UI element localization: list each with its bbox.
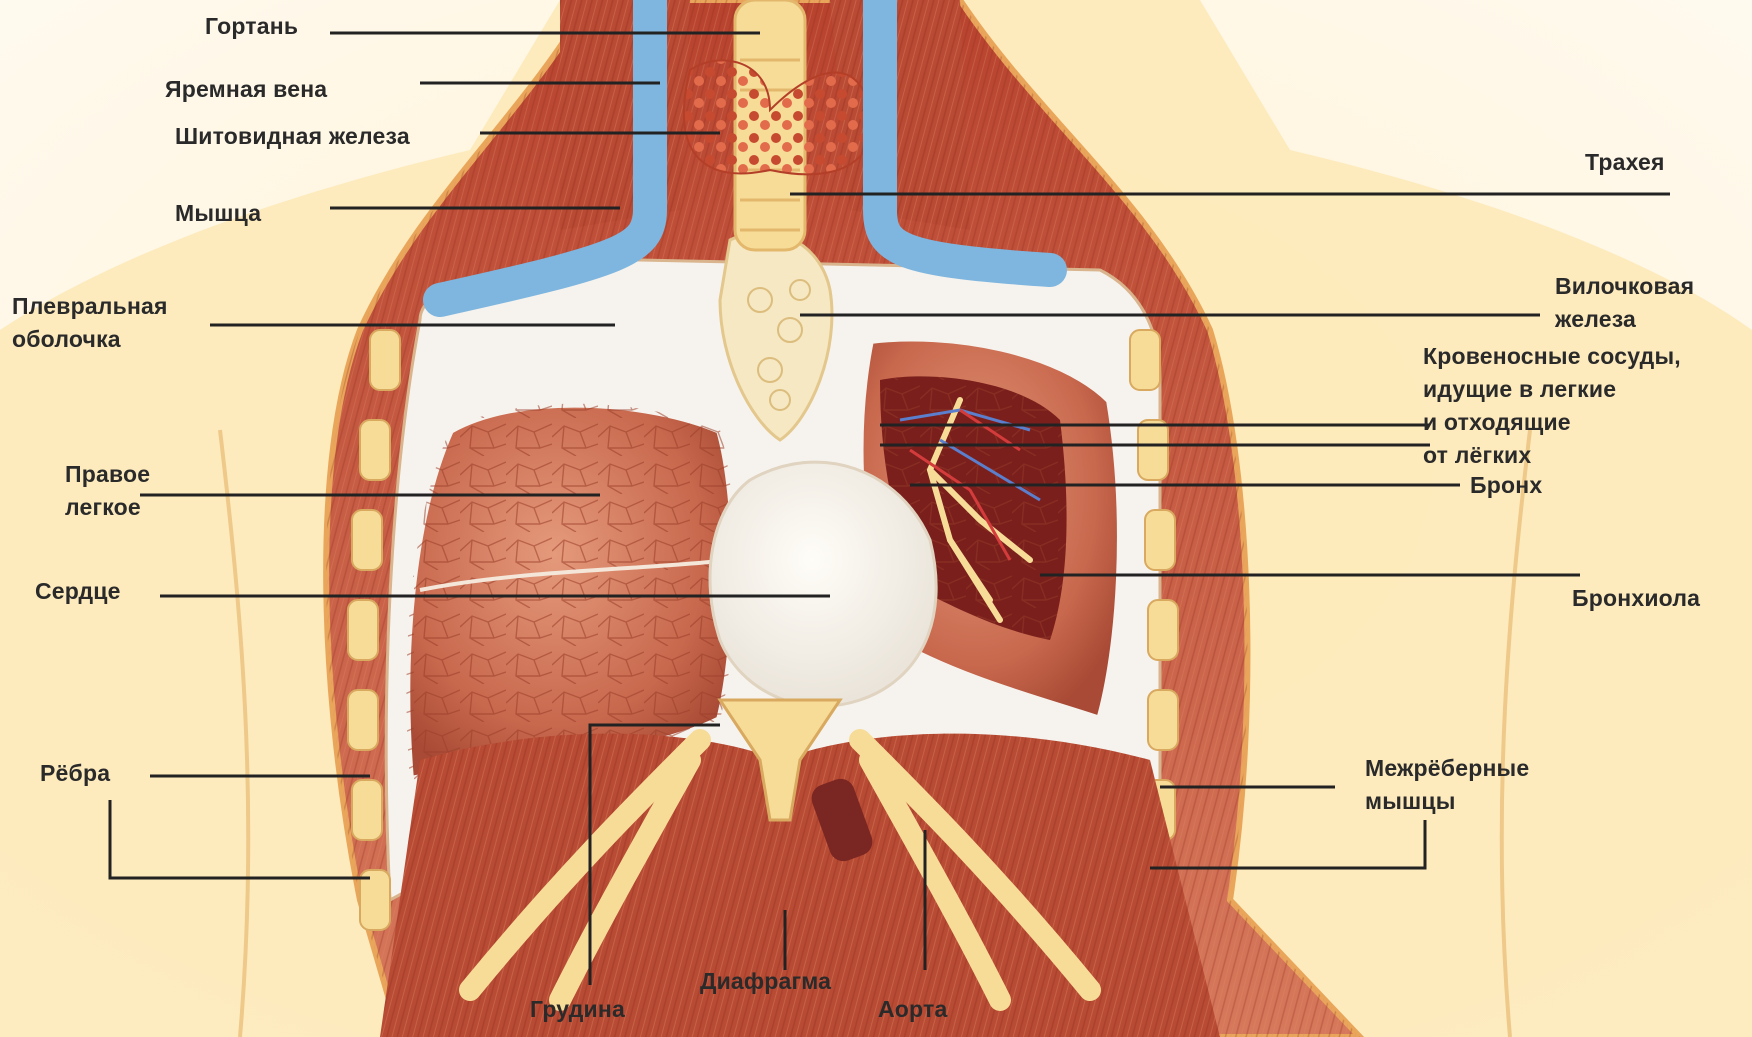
label-bronchus: Бронх [1470,469,1542,502]
label-diaphragm: Диафрагма [700,965,831,998]
label-pleura: Плевральная оболочка [12,290,168,356]
label-blood-vessels: Кровеносные сосуды, идущие в легкие и от… [1423,340,1681,472]
label-larynx: Гортань [205,10,298,43]
label-intercostal-muscles: Межрёберные мышцы [1365,752,1529,818]
label-thyroid: Шитовидная железа [175,120,410,153]
label-right-lung: Правое легкое [65,458,150,524]
label-thymus: Вилочковая железа [1555,270,1694,336]
label-heart: Сердце [35,575,121,608]
label-jugular-vein: Яремная вена [165,73,327,106]
label-trachea: Трахея [1585,146,1665,179]
label-aorta: Аорта [878,993,947,1026]
label-bronchiole: Бронхиола [1572,582,1700,615]
label-muscle: Мышца [175,197,261,230]
label-ribs: Рёбра [40,757,110,790]
label-sternum: Грудина [530,993,625,1026]
